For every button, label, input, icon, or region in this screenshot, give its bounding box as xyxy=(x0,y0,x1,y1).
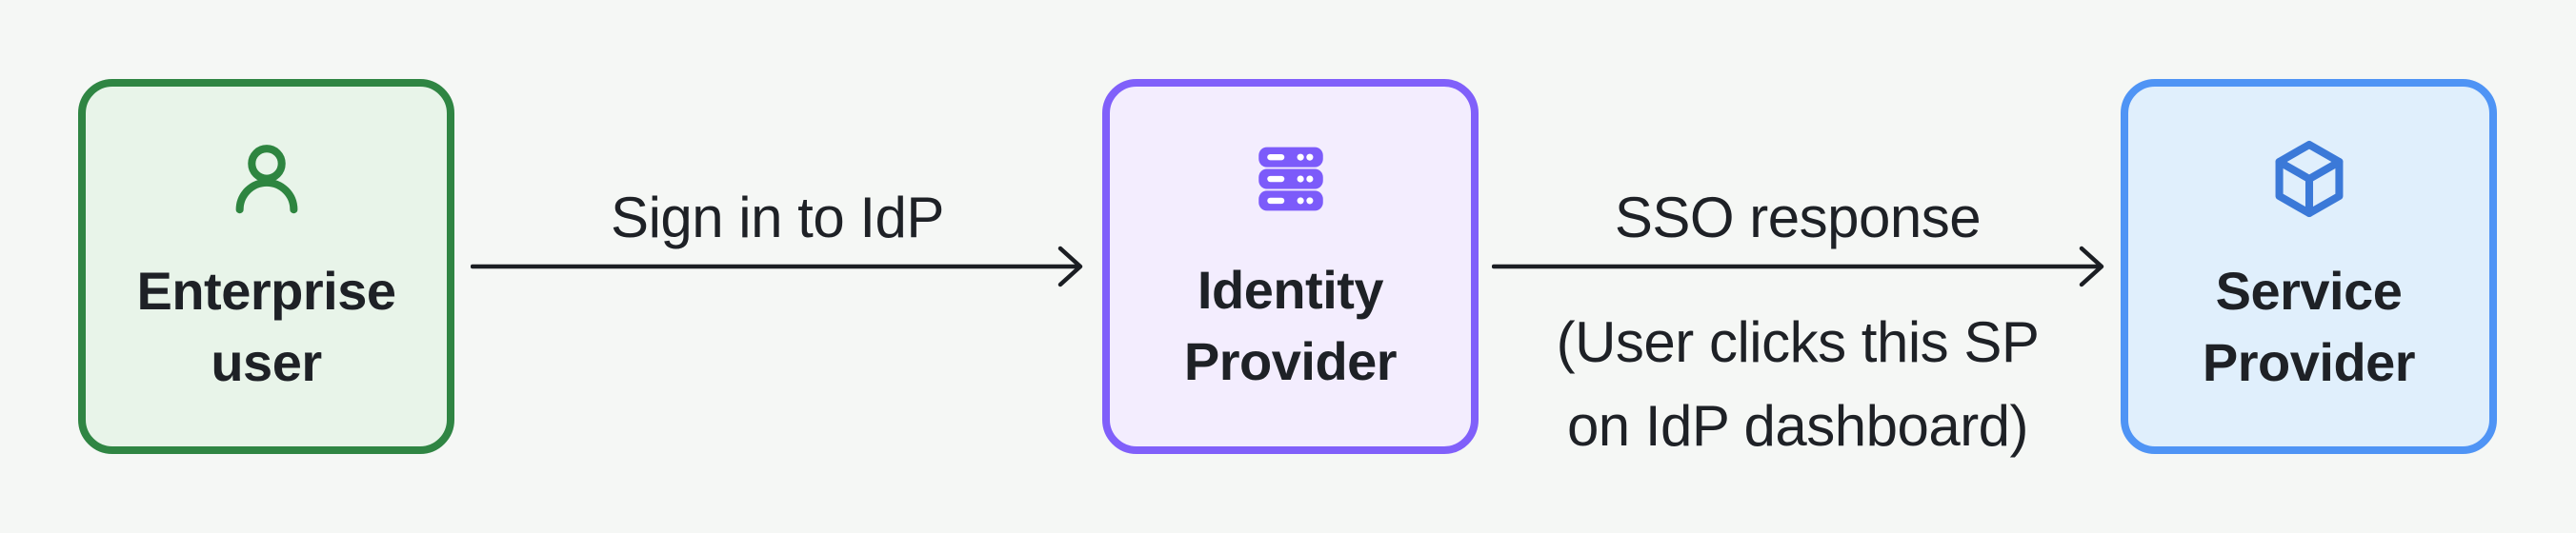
edge-label-sign-in: Sign in to IdP xyxy=(611,186,944,249)
cube-icon xyxy=(2275,140,2343,218)
node-label: Service Provider xyxy=(2202,255,2416,398)
node-enterprise-user: Enterprise user xyxy=(78,79,454,454)
edge-sublabel-line: on IdP dashboard) xyxy=(1566,394,2029,458)
server-stack-icon xyxy=(1258,147,1323,211)
node-label: Identity Provider xyxy=(1183,254,1398,397)
arrow-idp-to-sp xyxy=(1492,245,2105,288)
node-service-provider: Service Provider xyxy=(2121,79,2497,454)
node-label-line: user xyxy=(211,332,322,392)
edge-label-sso-response: SSO response xyxy=(1614,186,1982,249)
node-label: Enterprise user xyxy=(136,255,397,398)
arrow-user-to-idp xyxy=(471,245,1084,288)
node-label-line: Provider xyxy=(2202,332,2416,392)
node-label-line: Identity xyxy=(1197,260,1384,320)
user-icon xyxy=(235,145,297,214)
node-label-line: Provider xyxy=(1183,331,1398,391)
edge-sublabel-user-clicks-sp: (User clicks this SP on IdP dashboard) xyxy=(1557,301,2040,468)
node-identity-provider: Identity Provider xyxy=(1102,79,1479,454)
edge-sublabel-line: (User clicks this SP xyxy=(1556,310,2040,374)
node-label-line: Enterprise xyxy=(136,261,397,321)
node-label-line: Service xyxy=(2215,261,2403,321)
